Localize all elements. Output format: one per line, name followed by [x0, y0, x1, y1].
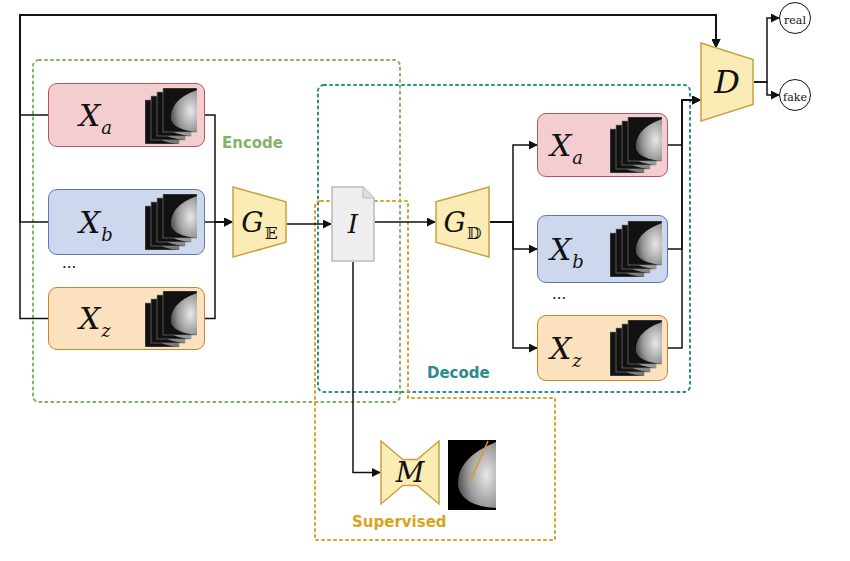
flow-arrow: [754, 18, 779, 82]
node-label: G𝔻: [443, 206, 481, 239]
node-label: Xz: [550, 331, 582, 366]
network-block: G𝔻: [435, 186, 490, 258]
image-stack: [610, 117, 662, 173]
flow-arrow: [490, 222, 537, 348]
subscript-text: z: [572, 350, 581, 371]
symbol-text: X: [79, 98, 100, 133]
image-stack: [145, 194, 197, 250]
flow-arrow: [668, 100, 700, 348]
symbol-text: fake: [783, 91, 807, 104]
subscript-text: z: [101, 320, 110, 341]
symbol-text: D: [714, 63, 740, 101]
flow-arrow: [375, 221, 435, 223]
flow-arrow: [668, 100, 700, 145]
symbol-text: M: [396, 456, 425, 489]
network-block: G𝔼: [232, 186, 287, 258]
symbol-text: G: [241, 206, 263, 239]
image-stack: [610, 320, 662, 376]
region-label: Supervised: [352, 513, 447, 531]
symbol-text: G: [443, 206, 465, 239]
image-stack: [610, 221, 662, 277]
flow-arrow: [353, 262, 380, 473]
symbol-text: X: [550, 331, 571, 366]
subscript-text: 𝔼: [265, 223, 278, 243]
node-label: Xz: [79, 301, 111, 336]
subscript-text: a: [101, 117, 112, 138]
symbol-text: X: [550, 232, 571, 267]
node-label: real: [784, 9, 806, 28]
symbol-text: X: [550, 128, 571, 163]
ellipsis: ...: [552, 285, 566, 303]
symbol-text: I: [348, 209, 358, 239]
flow-arrow: [668, 100, 700, 249]
region-label: Encode: [222, 134, 283, 152]
subscript-text: 𝔻: [467, 223, 482, 243]
network-block: M: [380, 440, 440, 505]
flow-arrow: [20, 15, 716, 319]
node-label: Xb: [550, 232, 584, 267]
network-block: I: [331, 186, 375, 262]
segmentation-output: [448, 440, 496, 510]
region-label: Decode: [427, 364, 490, 382]
node-label: Xa: [79, 98, 112, 133]
symbol-text: X: [79, 301, 100, 336]
subscript-text: b: [101, 224, 113, 245]
data-box: Xa: [537, 113, 668, 177]
network-block: D: [700, 42, 754, 122]
node-label: G𝔼: [241, 206, 277, 239]
ellipsis: ...: [62, 254, 76, 272]
node-label: Xa: [550, 128, 583, 163]
data-box: Xz: [537, 315, 668, 381]
image-stack: [145, 88, 197, 144]
node-label: D: [714, 63, 740, 101]
output-circle: fake: [779, 79, 811, 111]
subscript-text: a: [572, 147, 583, 168]
subscript-text: b: [572, 251, 584, 272]
node-label: Xb: [79, 205, 113, 240]
image-stack: [145, 291, 197, 347]
node-label: I: [348, 209, 358, 239]
symbol-text: X: [79, 205, 100, 240]
data-box: Xa: [48, 83, 205, 147]
flow-arrow: [490, 145, 537, 222]
decode-region: [318, 85, 690, 392]
encode-region: [33, 60, 400, 402]
symbol-text: real: [784, 14, 806, 27]
flow-arrow: [754, 82, 779, 95]
flow-arrow: [205, 115, 232, 222]
node-label: M: [396, 456, 425, 489]
data-box: Xb: [537, 215, 668, 283]
data-box: Xz: [48, 287, 205, 350]
flow-arrow: [205, 222, 232, 319]
node-label: fake: [783, 86, 807, 105]
output-circle: real: [779, 2, 811, 34]
flow-arrow: [287, 223, 331, 225]
data-box: Xb: [48, 189, 205, 255]
